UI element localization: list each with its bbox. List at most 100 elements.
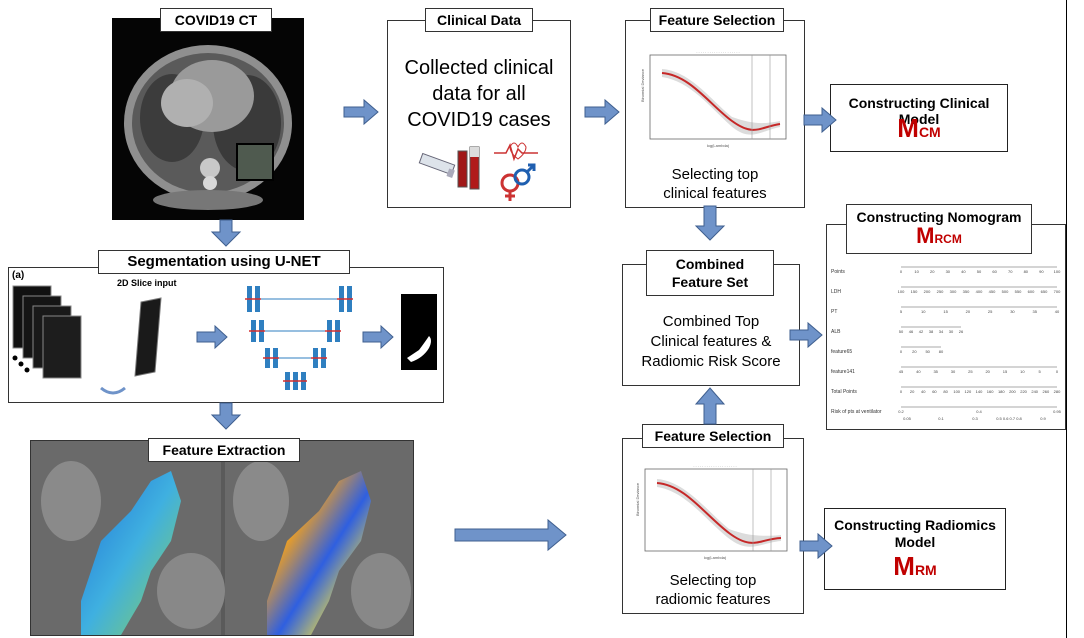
nomogram-tick-label: 60 bbox=[992, 269, 997, 274]
nomogram-tick-label: 30 bbox=[946, 269, 951, 274]
nomogram-tick-label: 46 bbox=[909, 329, 914, 334]
feature-extraction-box bbox=[30, 440, 414, 636]
nomogram-tick-label: 80 bbox=[943, 389, 948, 394]
svg-text:Binomial Deviance: Binomial Deviance bbox=[635, 482, 640, 516]
feature-maps bbox=[31, 441, 413, 635]
nomogram-row-label: feature65 bbox=[831, 349, 852, 355]
nomogram-tick-label: 42 bbox=[919, 329, 924, 334]
combined-line-3: Radiomic Risk Score bbox=[641, 353, 781, 370]
nomogram-tick-label: 0 bbox=[900, 349, 903, 354]
nomogram-row-label: Total Points bbox=[831, 389, 857, 395]
arrow-extraction-to-selection bbox=[454, 518, 567, 552]
nomogram-tick-label: 240 bbox=[1031, 389, 1038, 394]
nomogram-tick-label: 70 bbox=[1008, 269, 1013, 274]
nomogram-tick-label: 38 bbox=[929, 329, 934, 334]
nomogram-title-text: Constructing Nomogram bbox=[856, 209, 1022, 225]
arrow-selection-to-radiomics-model bbox=[799, 532, 833, 560]
nomogram-tick-label-lower: 0.1 bbox=[938, 416, 944, 421]
feature-map-right bbox=[225, 441, 413, 635]
nomogram-row-label: PT bbox=[831, 309, 837, 315]
nomogram-tick-label: 260 bbox=[1043, 389, 1050, 394]
clinical-data-line-1: Collected clinical bbox=[404, 57, 554, 79]
nomogram-tick-label: 20 bbox=[966, 309, 971, 314]
nomogram-tick-label: 20 bbox=[930, 269, 935, 274]
arrow-ct-to-segmentation bbox=[210, 219, 242, 247]
arrow-bottom-selection-to-combined bbox=[694, 387, 726, 425]
nomogram-tick-label: 40 bbox=[916, 369, 921, 374]
nomogram-tick-label: 10 bbox=[1020, 369, 1025, 374]
arrow-selection-to-combined bbox=[694, 205, 726, 241]
nomogram-tick-label: 450 bbox=[989, 289, 996, 294]
arrow-ct-to-clinical bbox=[343, 98, 379, 126]
segmentation-arrow-in bbox=[196, 324, 228, 350]
nomogram-tick-label: 35 bbox=[1032, 309, 1037, 314]
nomogram-tick-label: 20 bbox=[912, 349, 917, 354]
feature-selection-bottom-caption-1: Selecting top bbox=[669, 572, 757, 589]
nomogram-tick-label: 280 bbox=[1054, 389, 1061, 394]
nomogram-tick-label: 40 bbox=[961, 269, 966, 274]
radiomics-model-box: Constructing Radiomics Model MRM bbox=[824, 508, 1006, 590]
nomogram-row-label: LDH bbox=[831, 289, 841, 295]
nomogram-tick-label: 100 bbox=[1054, 269, 1061, 274]
nomogram-tick-label: 200 bbox=[1009, 389, 1016, 394]
nomogram-tick-label: 25 bbox=[968, 369, 973, 374]
ct-panel-title: COVID19 CT bbox=[160, 8, 272, 32]
nomogram-tick-label: 30 bbox=[1010, 309, 1015, 314]
nomogram-tick-label: 400 bbox=[976, 289, 983, 294]
segmentation-diagram bbox=[12, 285, 437, 395]
nomogram-tick-label: 45 bbox=[899, 369, 904, 374]
nomogram-tick-label: 0.2 bbox=[898, 409, 904, 414]
combined-title: Combined Feature Set bbox=[646, 250, 774, 296]
nomogram-tick-label: 100 bbox=[953, 389, 960, 394]
arrow-combined-to-nomogram bbox=[789, 321, 823, 349]
nomogram-tick-label: 20 bbox=[985, 369, 990, 374]
nomogram-row-label: Points bbox=[831, 269, 845, 275]
nomogram-title: Constructing Nomogram MRCM bbox=[846, 204, 1032, 254]
nomogram-tick-label: 30 bbox=[951, 369, 956, 374]
nomogram-m: M bbox=[916, 223, 935, 248]
feature-selection-top-box: . . . . . . . . . . . . . . . . . . . . … bbox=[625, 20, 805, 208]
segmentation-arrow-out bbox=[362, 324, 394, 350]
nomogram-tick-label: 600 bbox=[1028, 289, 1035, 294]
nomogram-tick-label: 250 bbox=[937, 289, 944, 294]
feature-selection-bottom-plot: . . . . . . . . . . . . . . . . . . . . … bbox=[635, 463, 788, 560]
nomogram-tick-label: 0 bbox=[1056, 369, 1059, 374]
segmentation-panel-label: (a) bbox=[12, 270, 25, 281]
single-slice bbox=[134, 297, 162, 377]
clinical-model-subscript: CM bbox=[918, 124, 941, 140]
radiomics-model-symbol: MRM bbox=[825, 551, 1005, 582]
nomogram-tick-label: 550 bbox=[1015, 289, 1022, 294]
nomogram-tick-label: 50 bbox=[899, 329, 904, 334]
nomogram-tick-label: 220 bbox=[1020, 389, 1027, 394]
clinical-data-line-3: COVID19 cases bbox=[407, 109, 551, 131]
nomogram-tick-label: 25 bbox=[988, 309, 993, 314]
feature-map-left bbox=[31, 441, 225, 635]
nomogram-tick-label: 160 bbox=[987, 389, 994, 394]
segmentation-input-label: 2D Slice input bbox=[117, 278, 177, 288]
nomogram-tick-label: 30 bbox=[949, 329, 954, 334]
nomogram-subscript: RCM bbox=[934, 232, 962, 246]
clinical-model-title: Constructing Clinical Model bbox=[848, 95, 990, 127]
unet-diagram bbox=[245, 286, 353, 390]
nomogram-symbol: MRCM bbox=[847, 223, 1031, 249]
nomogram-tick-label: 80 bbox=[1024, 269, 1029, 274]
nomogram-tick-label: 90 bbox=[1039, 269, 1044, 274]
nomogram-tick-label: 0 bbox=[900, 269, 903, 274]
feature-selection-top-caption-1: Selecting top bbox=[671, 166, 759, 183]
feature-extraction-title: Feature Extraction bbox=[148, 438, 300, 462]
nomogram-tick-label: 350 bbox=[963, 289, 970, 294]
clinical-model-box: Constructing Clinical Model MCM bbox=[830, 84, 1008, 152]
ct-image bbox=[112, 18, 304, 220]
nomogram-tick-label: 34 bbox=[939, 329, 944, 334]
nomogram-tick-label-lower: 0.05 bbox=[903, 416, 912, 421]
nomogram-tick-label: 0.4 bbox=[976, 409, 982, 414]
nomogram-tick-label: 15 bbox=[1003, 369, 1008, 374]
nomogram-tick-label: 0 bbox=[900, 389, 903, 394]
blood-tubes-icon bbox=[457, 146, 480, 190]
nomogram-tick-label: 650 bbox=[1041, 289, 1048, 294]
clinical-data-line-2: data for all bbox=[432, 83, 526, 105]
radiomics-model-title-2: Model bbox=[894, 534, 936, 550]
